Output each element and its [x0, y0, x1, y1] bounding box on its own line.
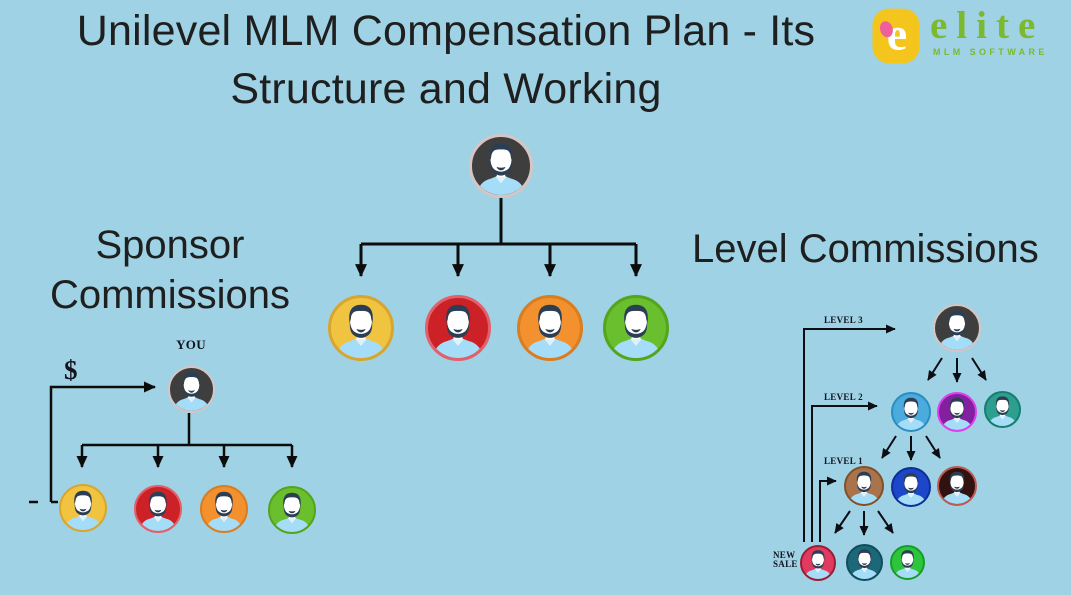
person-avatar-icon: [432, 304, 484, 358]
level1-avatar-brown: [844, 466, 884, 506]
person-avatar-icon: [64, 490, 102, 530]
center-tree-child-avatar-red: [425, 295, 491, 361]
level3-label: LEVEL 3: [824, 315, 863, 325]
sponsor-commissions-heading: Sponsor Commissions: [20, 220, 320, 320]
logo-text: elite MLM SOFTWARE: [930, 4, 1048, 58]
person-avatar-icon: [938, 310, 976, 350]
sponsor-heading-line2: Commissions: [49, 273, 291, 317]
level2-avatar-lightblue: [891, 392, 931, 432]
level1-avatar-maroon: [937, 466, 977, 506]
new-sale-avatar-pink: [800, 545, 836, 581]
person-avatar-icon: [273, 492, 311, 532]
svg-text:e: e: [887, 8, 907, 59]
sponsor-child-avatar-green: [268, 486, 316, 534]
person-avatar-icon: [894, 550, 921, 578]
elite-logo-icon: e: [872, 8, 920, 64]
person-avatar-icon: [941, 471, 973, 504]
level-commissions-heading: Level Commissions: [692, 227, 1039, 271]
person-avatar-icon: [941, 397, 973, 430]
level2-label: LEVEL 2: [824, 392, 863, 402]
new-sale-line2: SALE: [773, 559, 798, 569]
new-sale-line1: NEW: [773, 550, 796, 560]
page-title-line1: Unilevel MLM Compensation Plan - Its: [76, 7, 816, 55]
sponsor-child-avatar-yellow: [59, 484, 107, 532]
center-tree-child-avatar-yellow: [328, 295, 394, 361]
brand-logo: e elite MLM SOFTWARE: [872, 6, 1062, 68]
person-avatar-icon: [895, 397, 927, 430]
center-tree-child-avatar-green: [603, 295, 669, 361]
sponsor-you-avatar: [168, 366, 215, 413]
new-sale-avatar-darkteal: [846, 544, 883, 581]
you-label: YOU: [176, 337, 206, 352]
person-avatar-icon: [988, 396, 1017, 426]
sponsor-heading-line1: Sponsor: [95, 223, 245, 267]
level1-label: LEVEL 1: [824, 456, 863, 466]
person-avatar-icon: [895, 472, 927, 505]
page-title: Unilevel MLM Compensation Plan - Its Str…: [26, 2, 866, 118]
person-avatar-icon: [139, 491, 177, 531]
person-avatar-icon: [173, 372, 210, 411]
dollar-sign-label: $: [64, 355, 78, 385]
person-avatar-icon: [804, 550, 832, 579]
new-sale-label: NEW SALE: [773, 551, 798, 569]
logo-tagline: MLM SOFTWARE: [933, 47, 1048, 57]
person-avatar-icon: [476, 143, 526, 195]
level2-avatar-teal: [984, 391, 1021, 428]
logo-brand-name: elite: [930, 4, 1045, 47]
person-avatar-icon: [850, 549, 879, 579]
level1-avatar-blue: [891, 467, 931, 507]
sponsor-child-avatar-orange: [200, 485, 248, 533]
new-sale-avatar-green: [890, 545, 925, 580]
level3-root-avatar: [933, 304, 981, 352]
person-avatar-icon: [524, 304, 576, 358]
center-tree-child-avatar-orange: [517, 295, 583, 361]
center-tree-root-avatar: [469, 134, 533, 198]
center-tree-connector-lines: [355, 195, 642, 278]
person-avatar-icon: [205, 491, 243, 531]
level2-avatar-purple: [937, 392, 977, 432]
person-avatar-icon: [610, 304, 662, 358]
sponsor-child-avatar-red: [134, 485, 182, 533]
person-avatar-icon: [848, 471, 880, 504]
person-avatar-icon: [335, 304, 387, 358]
page-title-line2: Structure and Working: [230, 65, 662, 113]
